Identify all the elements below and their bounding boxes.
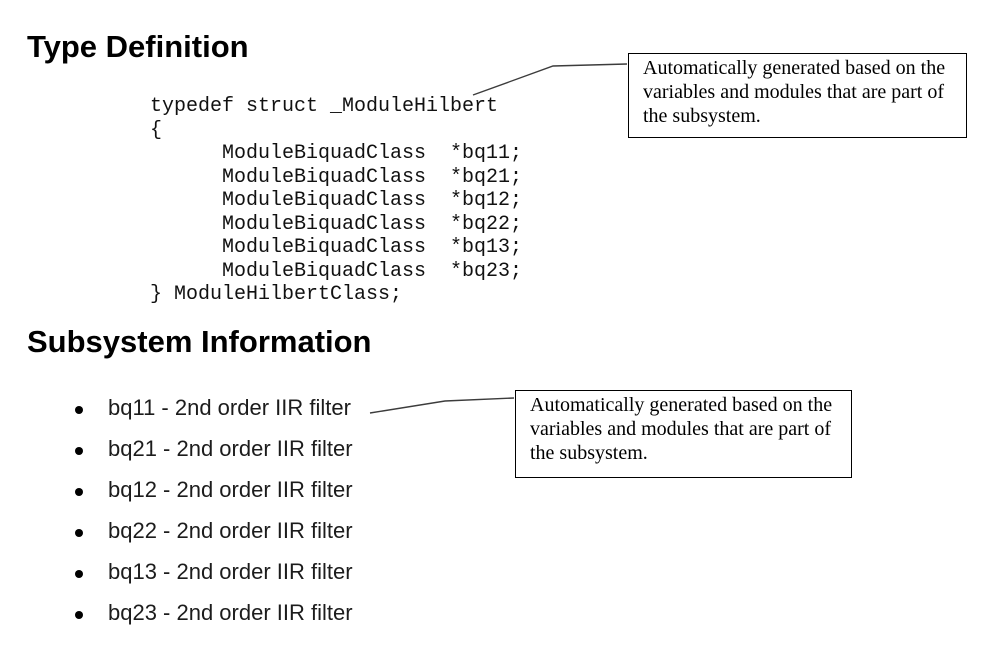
callout-box-subsystem: Automatically generated based on the var… [515,390,852,478]
bullet-icon [75,447,83,455]
bullet-icon [75,529,83,537]
list-item-label: bq12 - 2nd order IIR filter [108,477,353,502]
code-line: typedef struct _ModuleHilbert [150,95,499,118]
bullet-icon [75,570,83,578]
connector-line-type-definition [472,63,628,96]
list-item: bq21 - 2nd order IIR filter [75,438,353,460]
connector-line-subsystem [369,397,515,414]
code-line: { [150,118,163,142]
list-item: bq23 - 2nd order IIR filter [75,602,353,624]
list-item-label: bq13 - 2nd order IIR filter [108,559,353,584]
list-item-label: bq21 - 2nd order IIR filter [108,436,353,461]
bullet-icon [75,488,83,496]
list-item: bq12 - 2nd order IIR filter [75,479,353,501]
list-item-label: bq23 - 2nd order IIR filter [108,600,353,625]
code-line: ModuleBiquadClass *bq13; [150,236,523,259]
list-item-label: bq11 - 2nd order IIR filter [108,395,351,420]
type-definition-heading: Type Definition [27,29,249,64]
code-line: ModuleBiquadClass *bq21; [150,165,523,189]
code-line: ModuleBiquadClass *bq11; [150,142,523,165]
typedef-code-block: typedef struct _ModuleHilbert { ModuleBi… [150,95,522,307]
code-line: ModuleBiquadClass *bq22; [150,212,523,236]
callout-box-type-definition: Automatically generated based on the var… [628,53,967,138]
callout-text: Automatically generated based on the var… [530,394,833,464]
code-line: ModuleBiquadClass *bq12; [150,189,523,212]
code-line: } ModuleHilbertClass; [150,283,403,306]
list-item: bq13 - 2nd order IIR filter [75,561,353,583]
list-item-label: bq22 - 2nd order IIR filter [108,518,353,543]
list-item: bq11 - 2nd order IIR filter [75,397,353,419]
bullet-icon [75,406,83,414]
subsystem-information-heading: Subsystem Information [27,324,372,359]
list-item: bq22 - 2nd order IIR filter [75,520,353,542]
bullet-icon [75,611,83,619]
subsystem-list: bq11 - 2nd order IIR filter bq21 - 2nd o… [75,397,353,643]
callout-text: Automatically generated based on the var… [643,57,946,127]
code-line: ModuleBiquadClass *bq23; [150,259,523,283]
